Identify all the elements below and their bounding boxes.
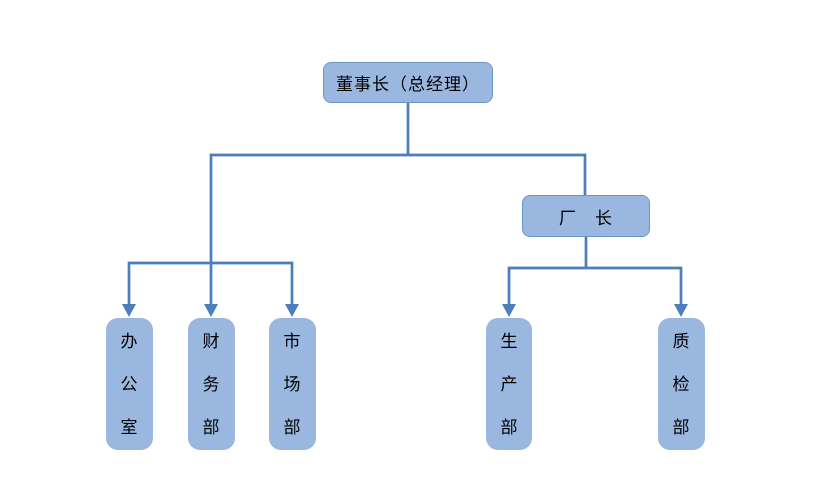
arrowhead-down-icon — [204, 304, 218, 317]
arrowhead-down-icon — [122, 304, 136, 317]
node-office[interactable]: 办 公 室 — [105, 318, 153, 450]
node-office-label: 办 公 室 — [120, 331, 138, 437]
node-production[interactable]: 生 产 部 — [486, 318, 532, 450]
arrowhead-down-icon — [674, 304, 688, 317]
node-market[interactable]: 市 场 部 — [268, 318, 316, 450]
node-quality[interactable]: 质 检 部 — [657, 318, 705, 450]
node-finance-label: 财 务 部 — [202, 331, 220, 437]
node-chairman-label: 董事长（总经理） — [336, 75, 480, 94]
node-factory-director[interactable]: 厂 长 — [522, 195, 650, 237]
node-finance[interactable]: 财 务 部 — [187, 318, 235, 450]
node-chairman[interactable]: 董事长（总经理） — [323, 62, 493, 103]
arrowhead-down-icon — [502, 304, 516, 317]
arrowhead-down-icon — [285, 304, 299, 317]
node-production-label: 生 产 部 — [500, 331, 518, 437]
node-factory-director-label: 厂 长 — [559, 208, 613, 228]
node-quality-label: 质 检 部 — [672, 331, 690, 437]
node-market-label: 市 场 部 — [283, 331, 301, 437]
